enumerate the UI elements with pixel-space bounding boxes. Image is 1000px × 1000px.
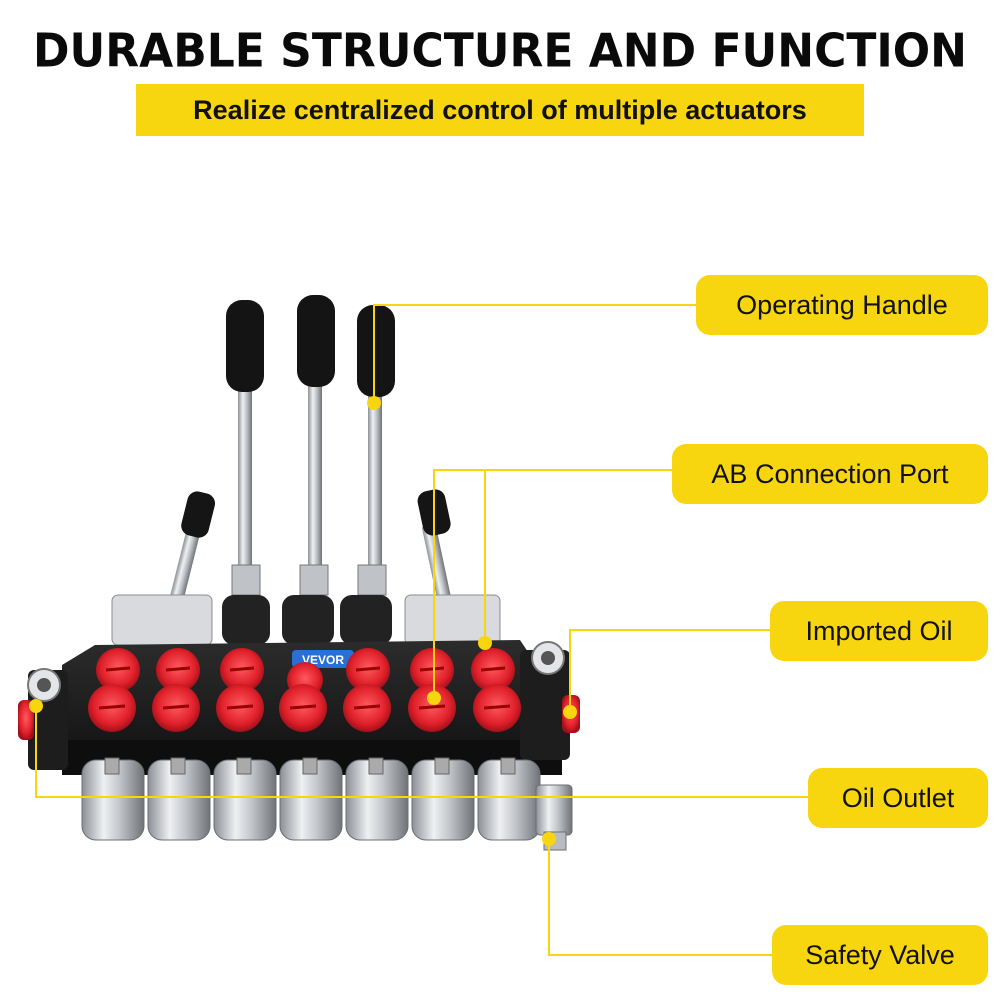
spool-cap-5	[345, 757, 409, 841]
leader-safety-valve	[548, 839, 772, 956]
leader-ab-port-1	[433, 469, 672, 698]
side-handle-left	[111, 491, 216, 646]
leader-lines	[35, 304, 808, 956]
brand-badge: VEVOR	[302, 653, 344, 667]
port-cap-top-2	[156, 648, 200, 692]
port-caps	[18, 648, 580, 740]
spool-cap-1	[81, 757, 145, 841]
port-cap-bottom-7	[473, 684, 521, 732]
callout-imported-oil: Imported Oil	[770, 601, 988, 661]
spool-cap-6	[411, 757, 475, 841]
leader-imported-oil	[569, 629, 770, 712]
dot-oil-outlet	[29, 699, 43, 713]
page-title: DURABLE STRUCTURE AND FUNCTION	[33, 24, 967, 79]
spool-cap-7	[477, 757, 541, 841]
callout-ab-connection-port: AB Connection Port	[672, 444, 988, 504]
spool-cap-3	[213, 757, 277, 841]
dot-safety-valve	[542, 832, 556, 846]
port-cap-top-3	[220, 648, 264, 692]
dot-ab-port-1	[427, 691, 441, 705]
callout-safety-valve: Safety Valve	[772, 925, 988, 985]
port-cap-bottom-2	[152, 684, 200, 732]
page-subtitle: Realize centralized control of multiple …	[136, 84, 864, 136]
callout-operating-handle: Operating Handle	[696, 275, 988, 335]
port-cap-top-6	[410, 648, 454, 692]
port-cap-top-7	[471, 648, 515, 692]
side-handle-right	[404, 489, 501, 646]
spool-cap-4	[279, 757, 343, 841]
port-cap-bottom-3	[216, 684, 264, 732]
operating-handle-1	[222, 300, 270, 645]
dot-operating-handle	[367, 396, 381, 410]
dot-imported-oil	[563, 705, 577, 719]
port-cap-bottom-5	[343, 684, 391, 732]
leader-dots	[29, 396, 577, 846]
port-cap-top-5	[346, 648, 390, 692]
port-cap-side-left	[18, 700, 34, 740]
spool-caps	[81, 757, 541, 841]
callout-oil-outlet: Oil Outlet	[808, 768, 988, 828]
port-cap-bottom-6	[408, 684, 456, 732]
dot-ab-port-2	[478, 636, 492, 650]
port-cap-top-1	[96, 648, 140, 692]
operating-handle-3	[340, 305, 395, 645]
port-cap-bottom-4	[279, 684, 327, 732]
port-cap-bottom-1	[88, 684, 136, 732]
leader-operating-handle	[373, 304, 698, 403]
spool-cap-2	[147, 757, 211, 841]
operating-handle-2	[282, 295, 335, 645]
leader-oil-outlet	[35, 706, 808, 798]
